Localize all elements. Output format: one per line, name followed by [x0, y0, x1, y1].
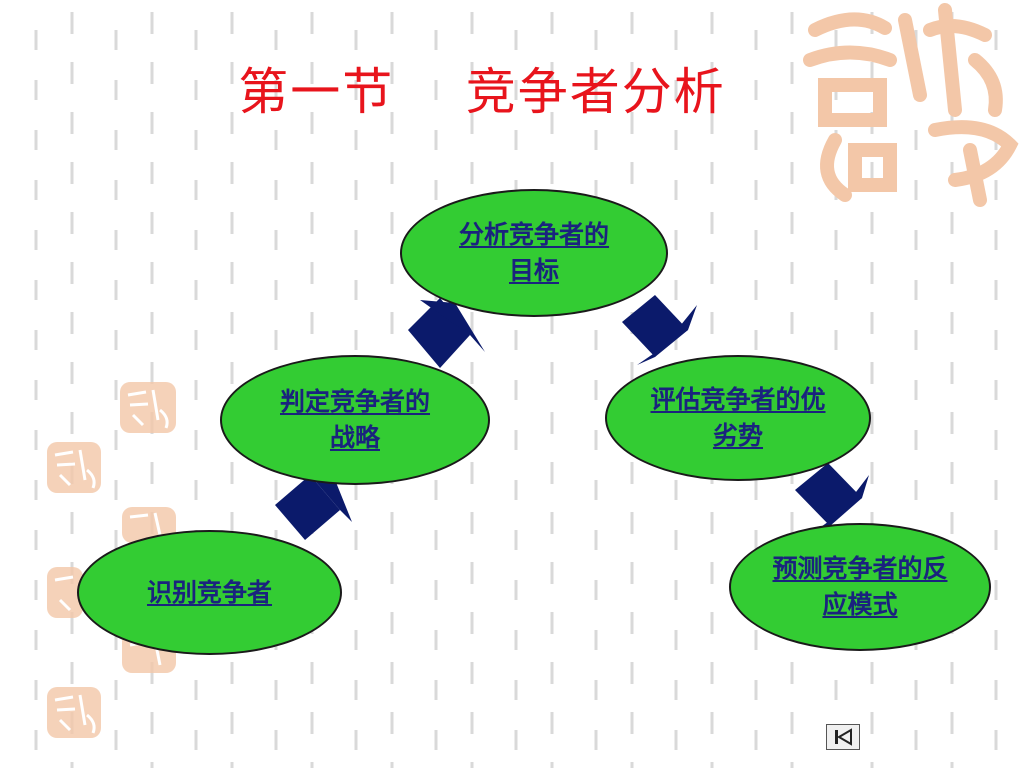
- node-analyze-goals[interactable]: 分析竞争者的目标: [400, 189, 668, 317]
- node-determine-strategy-label: 判定竞争者的战略: [280, 387, 431, 452]
- first-slide-icon: [835, 728, 852, 746]
- node-assess-strengths-label: 评估竞争者的优劣势: [650, 385, 826, 450]
- node-analyze-goals-label: 分析竞争者的目标: [459, 220, 610, 285]
- node-identify-competitors[interactable]: 识别竞争者: [77, 530, 342, 655]
- arrow-goals-to-strengths: [622, 295, 697, 365]
- node-determine-strategy[interactable]: 判定竞争者的战略: [220, 355, 490, 485]
- decorative-seal-icon: [47, 687, 101, 738]
- first-slide-button[interactable]: [826, 724, 860, 750]
- slide-title: 第一节 竞争者分析: [238, 63, 726, 121]
- decorative-seal-icon: [47, 442, 101, 493]
- decorative-seal-icon: [120, 382, 176, 433]
- node-assess-strengths[interactable]: 评估竞争者的优劣势: [605, 355, 871, 481]
- node-predict-reaction[interactable]: 预测竞争者的反应模式: [729, 523, 991, 651]
- node-predict-reaction-label: 预测竞争者的反应模式: [772, 554, 948, 619]
- node-identify-competitors-label: 识别竞争者: [146, 577, 272, 607]
